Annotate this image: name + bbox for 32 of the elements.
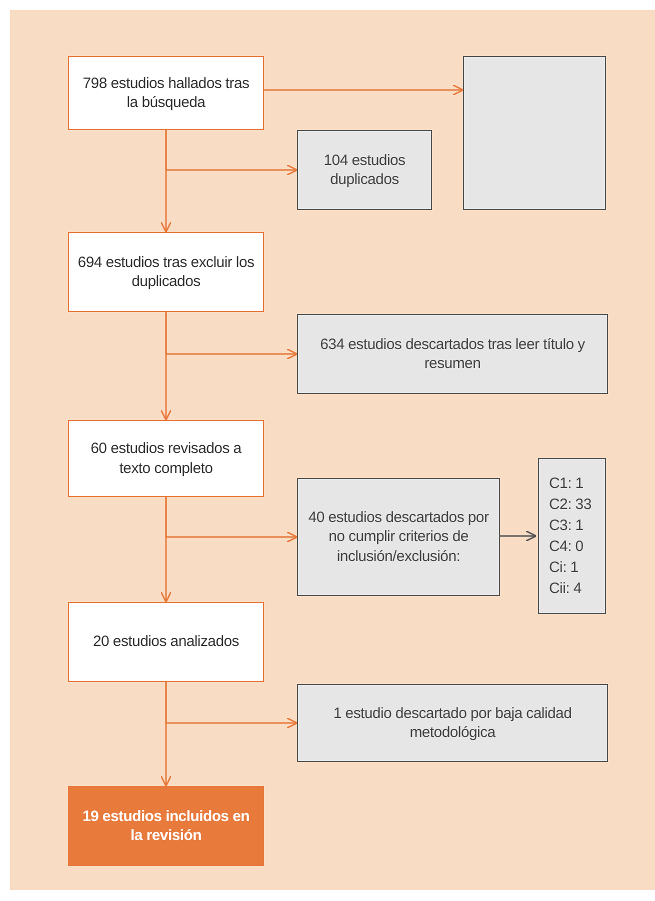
arrow [160,130,172,233]
list-item: C4: 0 [549,537,584,557]
box-text: 694 estudios tras excluir los duplicados [77,252,255,292]
box-text: 60 estudios revisados a texto completo [90,439,243,478]
process-box [68,56,264,130]
process-box [68,602,264,682]
arrow [500,530,537,542]
note-box [538,458,606,614]
list-item: Ci: 1 [549,558,578,578]
note-box [297,478,500,596]
box [463,56,606,210]
result-box [68,786,264,866]
box-text: 20 estudios analizados [92,632,239,652]
box-text: 798 estudios hallados tras la búsqueda [82,74,250,112]
box-text: 1 estudio descartado por baja calidad metodológica [332,704,573,742]
arrow [264,84,464,96]
box-text: 634 estudios descartados tras leer título y resumen [319,334,586,374]
box-text: 19 estudios incluidos en la revisión [81,806,250,846]
arrow [160,497,172,603]
arrow [160,312,172,421]
box-text: 104 estudios duplicados [322,150,406,190]
process-box [68,232,264,312]
list-item: C3: 1 [549,516,584,536]
arrow [160,682,172,787]
note-box [297,684,608,762]
list-item: C2: 33 [549,495,592,515]
note-box [297,130,432,210]
process-box [68,420,264,497]
list-item: Cii: 4 [549,579,582,599]
note-box [297,314,608,394]
box-text: 40 estudios descartados por no cumplir criterios de inclusión/exclusión: [307,508,490,566]
list-item: C1: 1 [549,474,584,494]
